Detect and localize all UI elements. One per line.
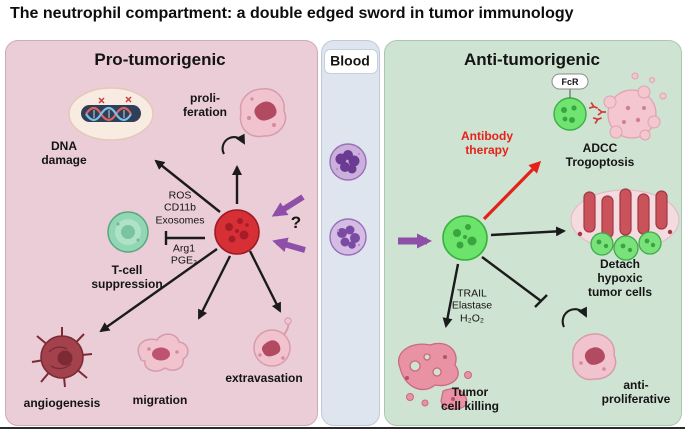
dna-damage-label: DNA damage [41, 138, 87, 167]
angiogenesis-label: angiogenesis [23, 395, 101, 410]
figure-bottom-border [0, 427, 685, 429]
question-mark: ? [290, 212, 302, 232]
adcc-trogoptosis-icon: FcR [540, 70, 670, 150]
antibody-icon [588, 102, 606, 124]
antibody-therapy-label: Antibody therapy [461, 128, 513, 157]
detaching-neutrophils [590, 231, 662, 261]
anti-panel-title: Anti-tumorigenic [464, 49, 600, 69]
detach-hypoxic-label: Detach hypoxic tumor cells [587, 256, 653, 300]
adcc-trogoptosis-label: ADCC Trogoptosis [565, 140, 635, 169]
extravasation-label: extravasation [225, 370, 303, 385]
blood-neutrophil-icon [328, 142, 368, 182]
blood-panel-title: Blood [330, 52, 370, 69]
anti-proliferative-label: anti- proliferative [601, 377, 671, 406]
blood-label-box [324, 49, 378, 74]
fcr-green-neutrophil: FcR [551, 73, 589, 131]
extravasating-cell-icon [248, 317, 296, 369]
tumor-cell-killing-icon [385, 333, 480, 415]
green-neutrophil-icon [440, 213, 490, 263]
detach-hypoxic-tumor-icon [568, 184, 680, 262]
red-neutrophil-icon [212, 207, 262, 257]
migration-label: migration [132, 392, 188, 407]
tumor-cell-killing-label: Tumor cell killing [440, 384, 500, 413]
tcell-suppression-label: T-cell suppression [91, 262, 163, 291]
pro-mediators-lower: Arg1 PGE₂ [170, 242, 198, 267]
proliferation-label: proli- feration [182, 90, 228, 119]
anti-proliferative-cell-icon [567, 331, 619, 383]
pro-panel-title: Pro-tumorigenic [94, 49, 226, 69]
migrating-cell-icon [133, 327, 191, 377]
apoptotic-tumor-cell [603, 72, 667, 141]
dna-damage-cell-icon [66, 84, 154, 144]
pro-mediators-upper: ROS CD11b Exosomes [155, 189, 205, 227]
proliferating-tumor-cell-icon [234, 85, 290, 141]
figure-title: The neutrophil compartment: a double edg… [10, 5, 574, 22]
anti-mediators: TRAIL Elastase H₂O₂ [451, 287, 493, 325]
blood-neutrophil-icon [328, 217, 368, 257]
tumor-columns [583, 188, 668, 239]
angiogenesis-cell-icon [29, 324, 95, 390]
t-cell-icon [105, 209, 151, 255]
fcr-label: FcR [561, 77, 579, 87]
